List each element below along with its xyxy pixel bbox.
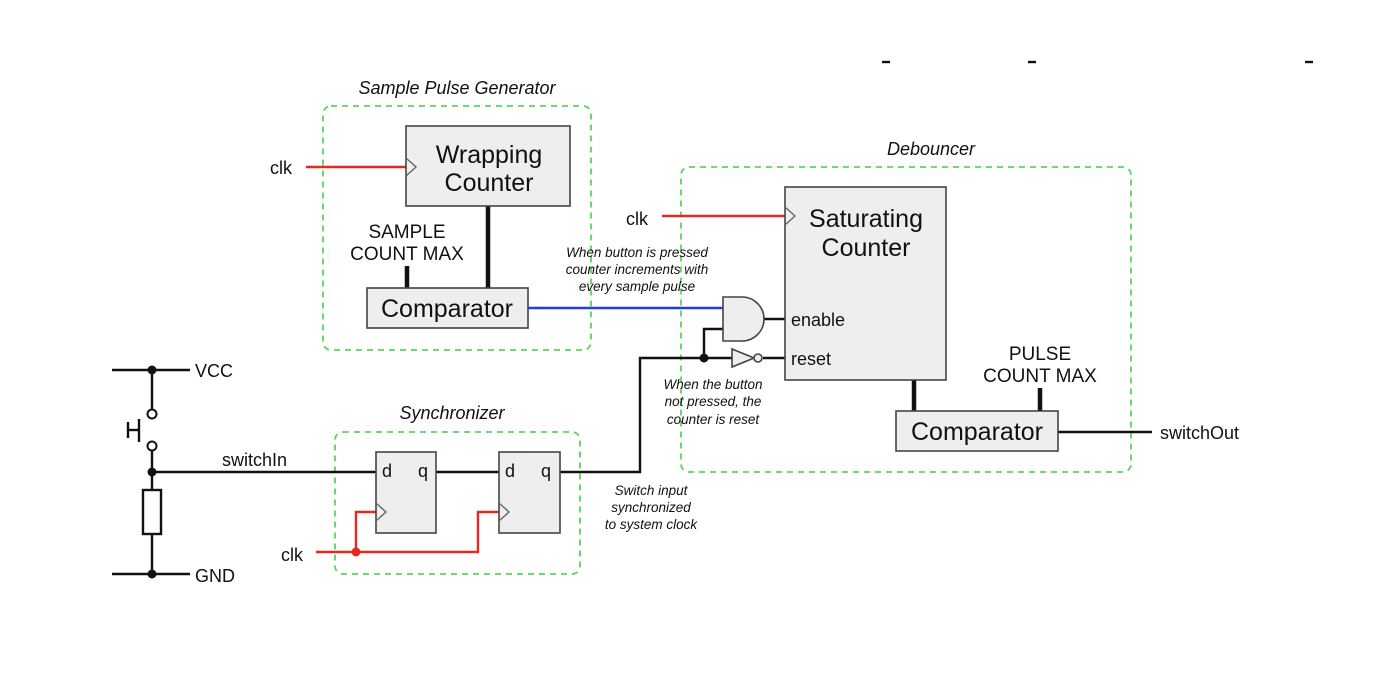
- group-synchronizer: [334, 431, 581, 575]
- note-increment-line2: counter increments with: [566, 262, 709, 277]
- pull-down-resistor-icon: [141, 488, 163, 536]
- saturating-counter-label-line2: Counter: [822, 234, 911, 262]
- junction-dot-sync: [699, 353, 709, 363]
- comparator-pulse-block: [895, 410, 1059, 452]
- vcc-label: VCC: [195, 361, 233, 381]
- group-title-synchronizer: Synchronizer: [399, 403, 505, 423]
- group-sample-pulse-generator: [322, 105, 592, 351]
- clock-input-icon: [784, 206, 797, 226]
- wrapping-counter-label-line2: Counter: [445, 169, 534, 197]
- clk-wire-ff2: [316, 510, 500, 554]
- push-button-switch-icon: [126, 408, 158, 452]
- clk-label-wrapping: clk: [270, 158, 293, 178]
- ff1-q-label: q: [418, 461, 428, 481]
- flip-flop-1-block: [375, 451, 437, 534]
- group-title-debouncer: Debouncer: [887, 139, 976, 159]
- ff2-q-label: q: [541, 461, 551, 481]
- note-sync-line2: synchronized: [611, 500, 691, 515]
- sample-count-max-label-line2: COUNT MAX: [350, 244, 464, 265]
- note-reset-line2: not pressed, the: [665, 394, 762, 409]
- sample-count-max-label-line1: SAMPLE: [368, 222, 445, 243]
- note-reset-line1: When the button: [663, 377, 762, 392]
- note-increment-line1: When button is pressed: [566, 245, 708, 260]
- clk-wire-ff1: [354, 510, 376, 552]
- gnd-label: GND: [195, 566, 235, 586]
- pulse-count-max-label-line1: PULSE: [1009, 344, 1071, 365]
- switch-out-label: switchOut: [1160, 423, 1239, 443]
- switch-in-label: switchIn: [222, 450, 287, 470]
- inverter-gate-icon: [731, 347, 763, 369]
- clock-input-icon: [375, 502, 388, 522]
- reset-port-label: reset: [791, 349, 831, 369]
- clk-junction-dot: [351, 547, 361, 557]
- gnd-junction-dot: [147, 569, 157, 579]
- note-sync-line1: Switch input: [615, 483, 689, 498]
- note-reset-line3: counter is reset: [667, 412, 761, 427]
- flip-flop-2-block: [498, 451, 561, 534]
- enable-port-label: enable: [791, 310, 845, 330]
- ff2-d-label: d: [505, 461, 515, 481]
- clock-input-icon: [405, 157, 418, 177]
- clock-input-icon: [498, 502, 511, 522]
- note-increment-line3: every sample pulse: [579, 279, 695, 294]
- comparator-sample-block: [366, 287, 529, 329]
- clk-label-synchronizer: clk: [281, 545, 304, 565]
- note-sync-line3: to system clock: [605, 517, 699, 532]
- saturating-counter-label-line1: Saturating: [809, 205, 923, 233]
- and-input-wire: [702, 327, 723, 358]
- wrapping-counter-block: [405, 125, 571, 207]
- wrapping-counter-label-line1: Wrapping: [436, 141, 543, 169]
- synced-switch-wire: [560, 356, 704, 474]
- ff1-d-label: d: [382, 461, 392, 481]
- saturating-counter-block: [784, 186, 947, 381]
- and-gate-icon: [722, 296, 765, 342]
- comparator-sample-label: Comparator: [381, 295, 513, 323]
- group-title-sample-pulse-generator: Sample Pulse Generator: [358, 78, 556, 98]
- pulse-count-max-label-line2: COUNT MAX: [983, 366, 1097, 387]
- clk-label-saturating: clk: [626, 209, 649, 229]
- comparator-pulse-label: Comparator: [911, 418, 1043, 446]
